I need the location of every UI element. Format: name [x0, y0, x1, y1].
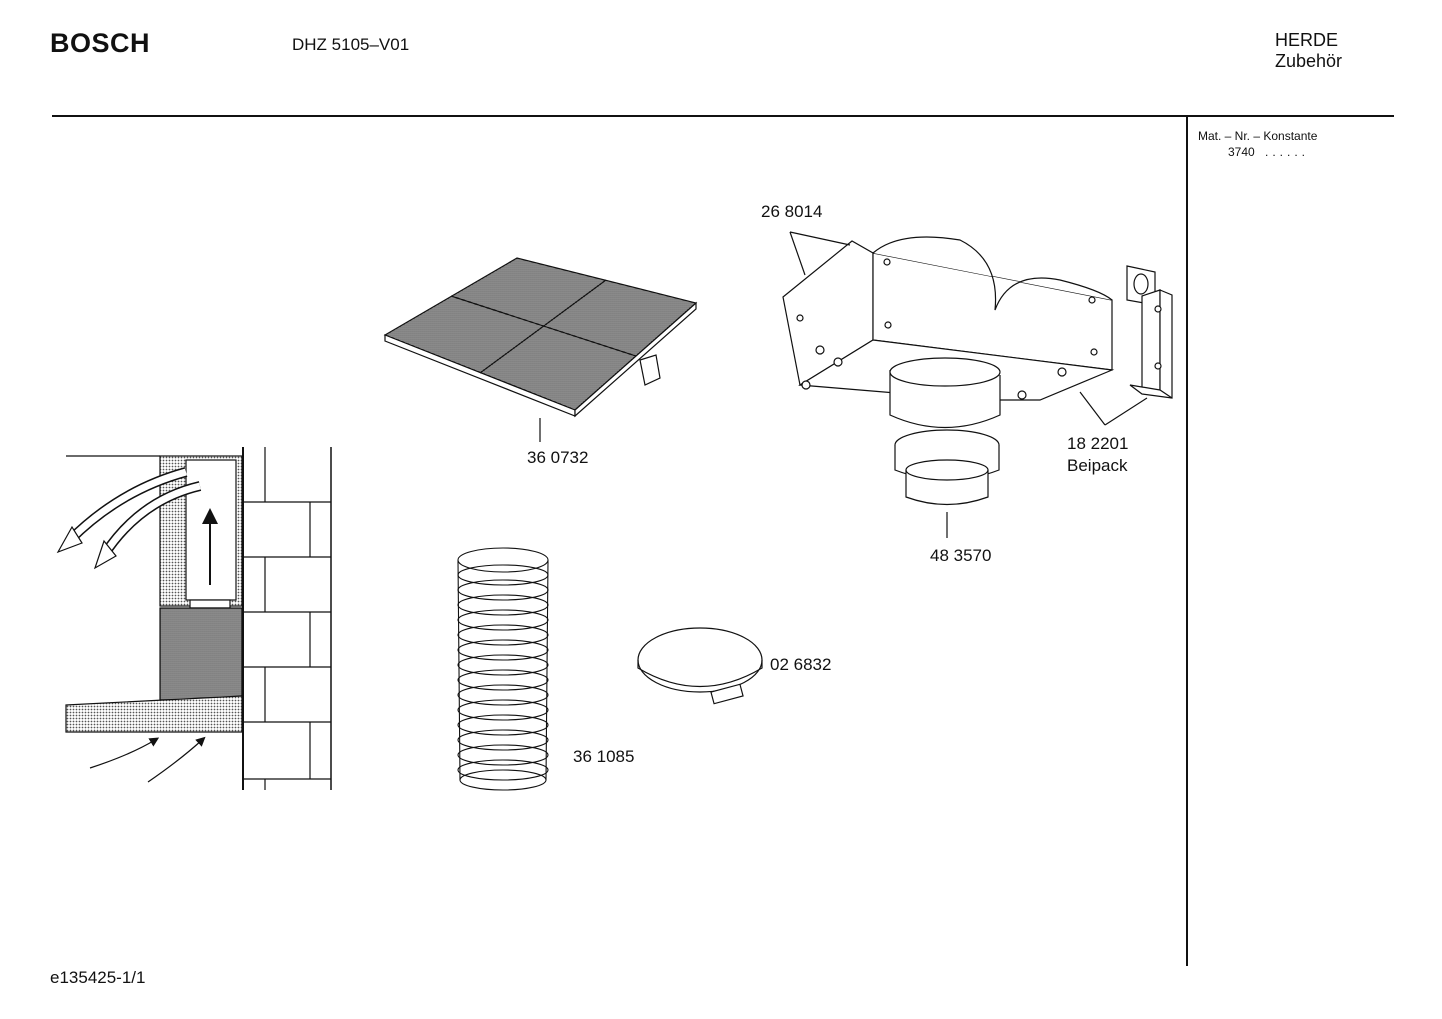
part-hose-clamp	[637, 627, 763, 705]
drawing-id: e135425-1/1	[50, 968, 146, 987]
brick-wall	[242, 447, 332, 790]
part-wall-bracket	[1079, 265, 1173, 426]
part-number-36-1085: 36 1085	[573, 747, 634, 766]
part-number-48-3570: 48 3570	[930, 546, 991, 565]
part-note-beipack: Beipack	[1067, 456, 1128, 475]
part-adapter-housing	[782, 231, 1115, 428]
model-number: DHZ 5105–V01	[292, 35, 410, 54]
part-reducer-ring	[894, 429, 1000, 538]
header-divider	[52, 115, 1394, 117]
category-subtitle: Zubehör	[1275, 51, 1343, 71]
installation-illustration	[56, 447, 332, 790]
part-number-36-0732: 36 0732	[527, 448, 588, 467]
mat-nr-leader-dots: ......	[1265, 145, 1310, 159]
side-divider	[1186, 117, 1188, 966]
brand-logo: BOSCH	[50, 28, 151, 58]
part-number-02-6832: 02 6832	[770, 655, 831, 674]
part-number-26-8014: 26 8014	[761, 202, 822, 221]
mat-nr-value: 3740	[1228, 145, 1255, 159]
mat-nr-label: Mat. – Nr. – Konstante	[1198, 129, 1318, 143]
part-number-18-2201: 18 2201	[1067, 434, 1128, 453]
category-title: HERDE	[1275, 30, 1339, 50]
part-filter-plate	[383, 257, 698, 442]
part-flexible-hose	[457, 547, 549, 791]
